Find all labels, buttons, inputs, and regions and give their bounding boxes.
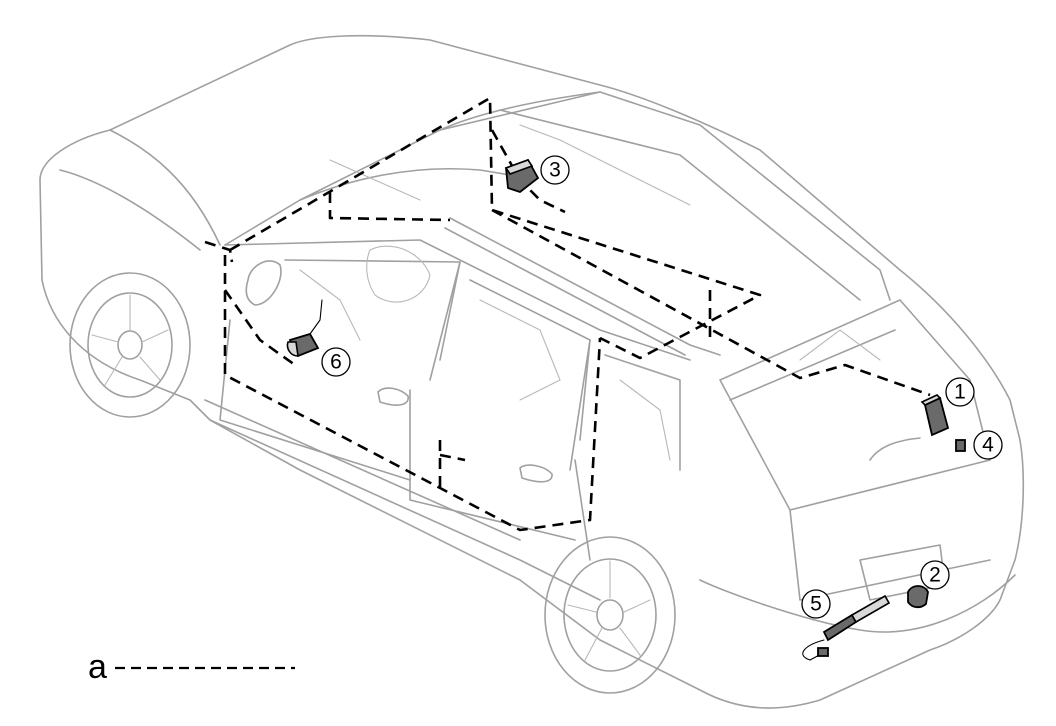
component-4-icon[interactable] [955, 439, 966, 452]
component-6-icon[interactable] [286, 299, 323, 358]
callout-6-label: 6 [330, 351, 342, 374]
callout-2-label: 2 [929, 564, 941, 587]
legend-symbol: a [88, 648, 107, 686]
callout-4: 4 [973, 430, 1003, 460]
wiring-segment-roof-front [229, 96, 762, 360]
wiring-segment-mirror [223, 289, 296, 367]
wiring-segment-door [438, 440, 466, 490]
wiring-harness [204, 96, 931, 532]
callout-5-label: 5 [810, 593, 822, 616]
component-3-icon[interactable] [504, 158, 540, 194]
legend: a [88, 648, 295, 686]
callout-1-label: 1 [954, 381, 966, 404]
component-1-icon[interactable] [920, 394, 950, 437]
wiring-segment-roof-rear [491, 208, 931, 397]
callout-5: 5 [801, 589, 831, 619]
component-5-icon[interactable] [802, 594, 891, 661]
wiring-segment-module3 [490, 129, 566, 214]
callout-6: 6 [321, 347, 351, 377]
callout-2: 2 [920, 560, 950, 590]
wiring-segment-a-pillar [223, 255, 602, 532]
wiring-segment-roof-center [328, 192, 451, 222]
vehicle-outline-icon [39, 34, 1025, 709]
callout-4-label: 4 [982, 434, 994, 457]
callout-3-label: 3 [549, 159, 561, 182]
callout-1: 1 [945, 377, 975, 407]
component-2-icon[interactable] [907, 585, 929, 609]
callout-3: 3 [540, 155, 570, 185]
